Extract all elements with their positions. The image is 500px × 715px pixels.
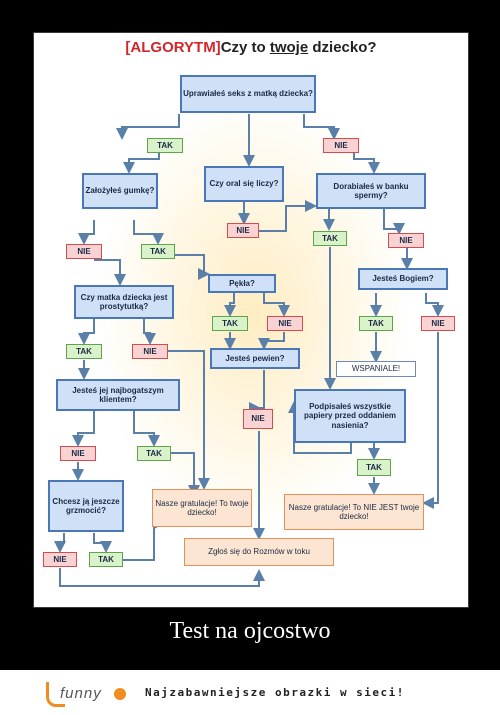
arrow-niegumka-prost xyxy=(94,259,126,286)
answer-nie-oral: NIE xyxy=(227,223,259,238)
question-klient: Jesteś jej najbogatszym klientem? xyxy=(56,379,180,411)
arrow-bank-nie xyxy=(383,209,405,235)
caption: Test na ojcostwo xyxy=(169,618,331,644)
arrow-klient-tak xyxy=(133,411,160,447)
question-pekla: Pękła? xyxy=(208,274,276,293)
question-oral: Czy oral się liczy? xyxy=(204,166,284,202)
arrow-pekla-nie xyxy=(263,293,290,317)
arrow-prost-tak xyxy=(78,317,95,345)
arrow-nie-bank xyxy=(353,147,380,174)
answer-nie-bank: NIE xyxy=(388,233,424,248)
title-after: dziecko? xyxy=(308,39,377,56)
arrow-niebog-gratnie xyxy=(422,332,439,509)
answer-nie-seks: NIE xyxy=(323,138,359,153)
arrow-seks-tak xyxy=(116,114,180,140)
footer-bar: funny Najzabawniejsze obrazki w sieci! xyxy=(0,670,500,715)
question-papiery: Podpisałeś wszystkie papiery przed oddan… xyxy=(294,389,406,443)
arrow-gumka-nie xyxy=(78,220,95,245)
arrow-takgumka-pekla xyxy=(175,254,210,280)
arrow-tak-gumka xyxy=(123,147,160,174)
arrow-grzm-nie xyxy=(54,533,66,553)
arrow-pewien-nie xyxy=(257,370,269,414)
flow-arrows xyxy=(54,114,444,587)
answer-tak-bog: TAK xyxy=(359,316,393,331)
question-bank: Dorabiałeś w banku spermy? xyxy=(316,173,426,209)
arrow-nienoral-bank xyxy=(256,200,317,232)
arrow-grzm-tak xyxy=(93,533,112,553)
logo-dot-icon xyxy=(114,688,126,700)
title-underlined: twoje xyxy=(269,39,309,56)
arrow-takklient-grat xyxy=(171,452,200,497)
answer-tak-seks: TAK xyxy=(147,138,183,153)
answer-nie-pekla: NIE xyxy=(267,316,303,331)
title-tag: [ALGORYTM] xyxy=(125,39,221,56)
answer-tak-papiery: TAK xyxy=(357,459,391,476)
logo-swoosh-icon xyxy=(46,682,65,707)
arrow-nieprost-gratulacje xyxy=(167,350,210,490)
flowchart-poster: [ALGORYTM]Czy to twoje dziecko? xyxy=(33,32,469,608)
answer-nie-grzm: NIE xyxy=(43,552,77,567)
arrow-gumka-tak xyxy=(133,220,164,245)
answer-nie-gumka: NIE xyxy=(66,244,102,259)
result-gratulacje-nie: Nasze gratulacje! To NIE JEST twoje dzie… xyxy=(284,494,424,530)
flowchart-title: [ALGORYTM]Czy to twoje dziecko? xyxy=(34,39,468,56)
site-logo[interactable]: funny xyxy=(46,682,136,707)
arrow-prost-nie xyxy=(143,317,156,345)
answer-nie-prost: NIE xyxy=(132,344,168,359)
result-gratulacje-twoje: Nasze gratulacje! To twoje dziecko! xyxy=(152,489,252,527)
question-gumka: Założyłeś gumkę? xyxy=(82,173,158,209)
question-seks: Uprawiałeś seks z matką dziecka? xyxy=(180,75,316,113)
arrow-niepekla-pewien xyxy=(258,332,285,350)
arrow-klient-nie xyxy=(72,411,95,447)
title-before: Czy to xyxy=(220,39,270,56)
question-grzmocic: Chcesz ją jeszcze grzmocić? xyxy=(48,480,124,532)
arrow-seks-nie xyxy=(303,114,340,140)
answer-tak-pekla: TAK xyxy=(212,316,248,331)
answer-nie-bog: NIE xyxy=(421,316,455,331)
arrow-niegrzm-rozmowy xyxy=(59,568,265,587)
arrow-pekla-tak xyxy=(224,293,236,317)
answer-tak-klient: TAK xyxy=(137,446,171,461)
arrow-bog-nie xyxy=(425,293,444,317)
answer-nie-pewien: NIE xyxy=(243,409,273,429)
answer-tak-prost: TAK xyxy=(66,344,102,359)
answer-tak-grzm: TAK xyxy=(89,552,123,567)
result-wspaniale: WSPANIALE! xyxy=(336,361,416,377)
answer-nie-klient: NIE xyxy=(60,446,96,461)
footer-slogan: Najzabawniejsze obrazki w sieci! xyxy=(145,686,405,699)
question-pewien: Jesteś pewien? xyxy=(210,348,300,369)
result-rozmowy: Zgłoś się do Rozmów w toku xyxy=(184,538,334,566)
answer-tak-bank: TAK xyxy=(313,231,347,246)
question-prostytutka: Czy matka dziecka jest prostytutką? xyxy=(74,285,174,319)
question-bog: Jesteś Bogiem? xyxy=(358,268,448,290)
logo-text: funny xyxy=(60,685,102,702)
answer-tak-gumka: TAK xyxy=(141,244,175,259)
arrow-takgrzm-grat xyxy=(123,517,166,561)
